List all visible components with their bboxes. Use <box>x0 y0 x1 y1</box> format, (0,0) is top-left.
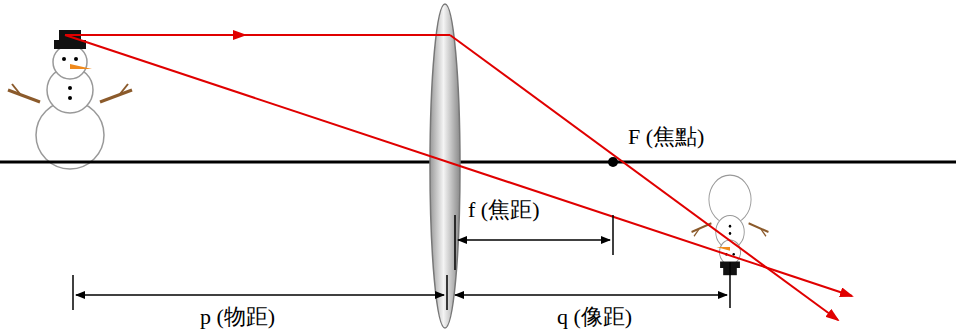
focal-length-label: f (焦距) <box>466 197 541 222</box>
image-distance-label: q (像距) <box>555 304 634 329</box>
focal-point-label: F (焦點) <box>626 124 706 149</box>
object-distance-label: p (物距) <box>198 304 277 329</box>
